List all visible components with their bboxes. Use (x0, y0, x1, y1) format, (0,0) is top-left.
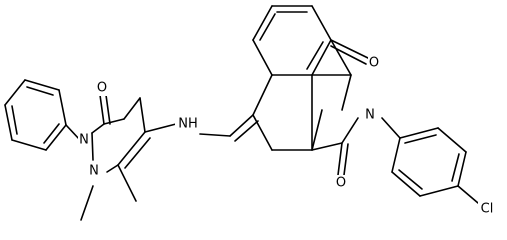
oxygen-atom-top-right: O (368, 55, 380, 71)
bond (252, 74, 273, 116)
nitrogen-atom-ring: N (364, 107, 376, 123)
bond (58, 89, 67, 126)
bond (45, 124, 67, 151)
bond (252, 5, 273, 41)
bond (105, 94, 111, 125)
bond (106, 164, 119, 173)
bond (117, 164, 137, 202)
bond (311, 109, 323, 151)
svg-text:N: N (89, 164, 99, 179)
bond (404, 134, 437, 144)
bond (311, 5, 332, 41)
bond (391, 137, 401, 173)
bond (123, 97, 141, 120)
svg-text:N: N (79, 133, 89, 148)
bond (26, 86, 54, 96)
bond (99, 94, 105, 125)
bond (311, 142, 343, 151)
bond (330, 39, 352, 76)
bonds (4, 5, 479, 221)
chlorine-atom: Cl (478, 201, 496, 217)
svg-text:N: N (365, 108, 375, 123)
bond (4, 79, 26, 106)
bond (306, 41, 324, 70)
bond (343, 143, 349, 176)
bond (457, 185, 479, 204)
bond (43, 123, 60, 144)
bond (330, 39, 369, 59)
bond (124, 137, 151, 169)
bond (252, 114, 273, 151)
atom-labels: O N O Cl NH O N N (78, 55, 496, 217)
bond (457, 151, 467, 187)
bond (311, 39, 332, 76)
bond (65, 124, 81, 141)
bond (341, 74, 352, 111)
bond (139, 97, 146, 133)
nitrogen-atom-pyrazole-2: N (88, 163, 100, 179)
bond (80, 185, 94, 221)
svg-text:O: O (369, 56, 379, 71)
oxygen-atom-pyrazolone: O (96, 80, 108, 96)
bond (103, 118, 125, 125)
bond (11, 105, 18, 135)
bond (451, 153, 460, 182)
nitrogen-atom-pyrazole-1: N (78, 132, 90, 148)
svg-text:O: O (336, 176, 346, 191)
bond (419, 185, 459, 197)
bond (399, 127, 439, 139)
bond (234, 120, 259, 142)
bond (341, 117, 359, 144)
bond (24, 79, 60, 91)
bond (398, 169, 423, 190)
bond (199, 133, 231, 137)
svg-text:NH: NH (178, 117, 198, 132)
chemical-structure-diagram: O N O Cl NH O N N (4, 5, 496, 221)
oxygen-atom-lower-right: O (335, 175, 347, 191)
svg-text:Cl: Cl (481, 202, 494, 217)
bond (337, 142, 343, 176)
svg-text:O: O (97, 81, 107, 96)
bond (144, 123, 177, 133)
bond (91, 132, 94, 161)
bond (259, 13, 276, 41)
bond (11, 139, 47, 151)
bond (330, 45, 367, 65)
bond (117, 131, 146, 166)
amine-nh-atom: NH (175, 116, 201, 132)
bond (4, 104, 13, 141)
bond (91, 123, 105, 134)
bond (229, 114, 254, 137)
bond (381, 117, 401, 139)
bond (437, 127, 467, 153)
bond (252, 39, 273, 76)
bond (391, 171, 421, 197)
